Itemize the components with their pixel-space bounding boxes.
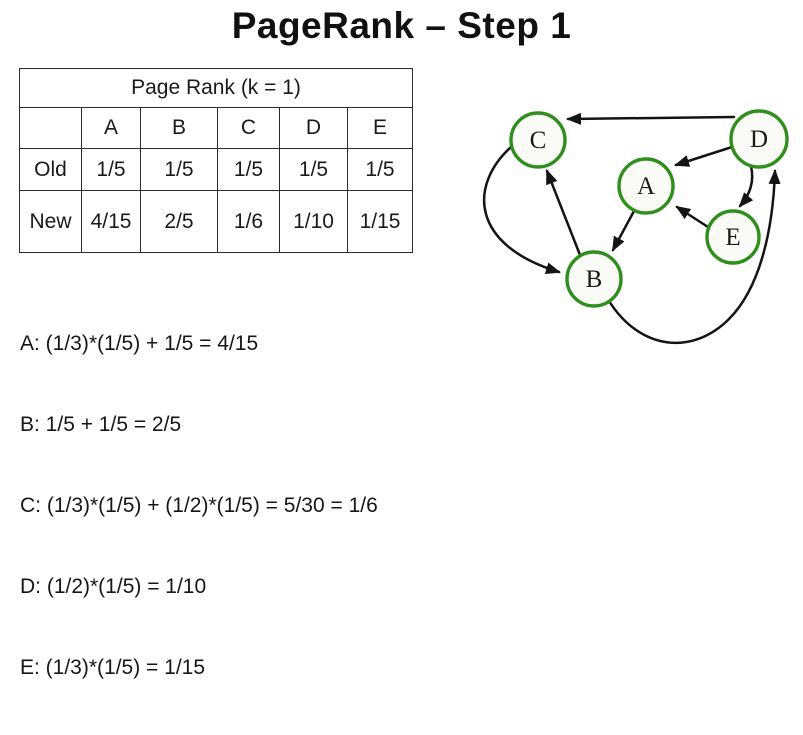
graph-node-label-e: E: [725, 224, 740, 251]
table-caption: Page Rank (k = 1): [19, 68, 413, 108]
table-cell-new-a: 4/15: [81, 190, 141, 253]
formula-line-e: E: (1/3)*(1/5) = 1/15: [20, 656, 206, 679]
table-cell-new-c: 1/6: [217, 190, 280, 253]
graph-node-a: [617, 157, 675, 215]
edge-b-to-d: [607, 169, 781, 345]
table-row-new: New 4/15 2/5 1/6 1/10 1/15: [19, 190, 413, 253]
formula-line-c: C: (1/3)*(1/5) + (1/2)*(1/5) = 5/30 = 1/…: [20, 494, 378, 517]
graph-node-d: [729, 109, 789, 169]
pagerank-graph: C D A E B: [482, 109, 789, 345]
formula-line-d: D: (1/2)*(1/5) = 1/10: [20, 575, 207, 598]
edge-d-to-a: [674, 145, 734, 167]
edge-d-to-c: [566, 112, 736, 125]
table-cell-old-e: 1/5: [347, 148, 413, 191]
table-cell-old-a: 1/5: [81, 148, 141, 191]
edge-a-to-b: [611, 209, 636, 252]
row-label-new: New: [19, 190, 82, 253]
column-header-a: A: [81, 107, 141, 149]
edge-d-to-e: [738, 164, 754, 208]
table-cell-old-b: 1/5: [140, 148, 218, 191]
graph-node-label-d: D: [750, 126, 768, 153]
column-header-d: D: [279, 107, 348, 149]
graph-node-e: [705, 209, 761, 265]
table-row-old: Old 1/5 1/5 1/5 1/5 1/5: [19, 148, 413, 191]
slide: PageRank – Step 1 Page Rank (k = 1) A B …: [19, 5, 789, 679]
slide-title: PageRank – Step 1: [231, 5, 572, 46]
graph-node-label-c: C: [530, 127, 547, 154]
table-cell-new-e: 1/15: [347, 190, 413, 253]
graph-node-c: [509, 111, 567, 169]
graph-node-b: [565, 250, 623, 308]
edge-b-to-c: [545, 169, 582, 257]
edge-e-to-a: [675, 205, 710, 229]
table-header-row: A B C D E: [19, 107, 413, 149]
edge-c-to-b: [482, 145, 561, 274]
table-cell-new-d: 1/10: [279, 190, 348, 253]
formula-line-a: A: (1/3)*(1/5) + 1/5 = 4/15: [20, 332, 259, 355]
graph-node-label-a: A: [637, 173, 655, 200]
pagerank-table: Page Rank (k = 1) A B C D E Old 1/5 1/5 …: [19, 68, 413, 253]
graph-node-label-b: B: [586, 266, 603, 293]
table-caption-row: Page Rank (k = 1): [19, 68, 413, 108]
